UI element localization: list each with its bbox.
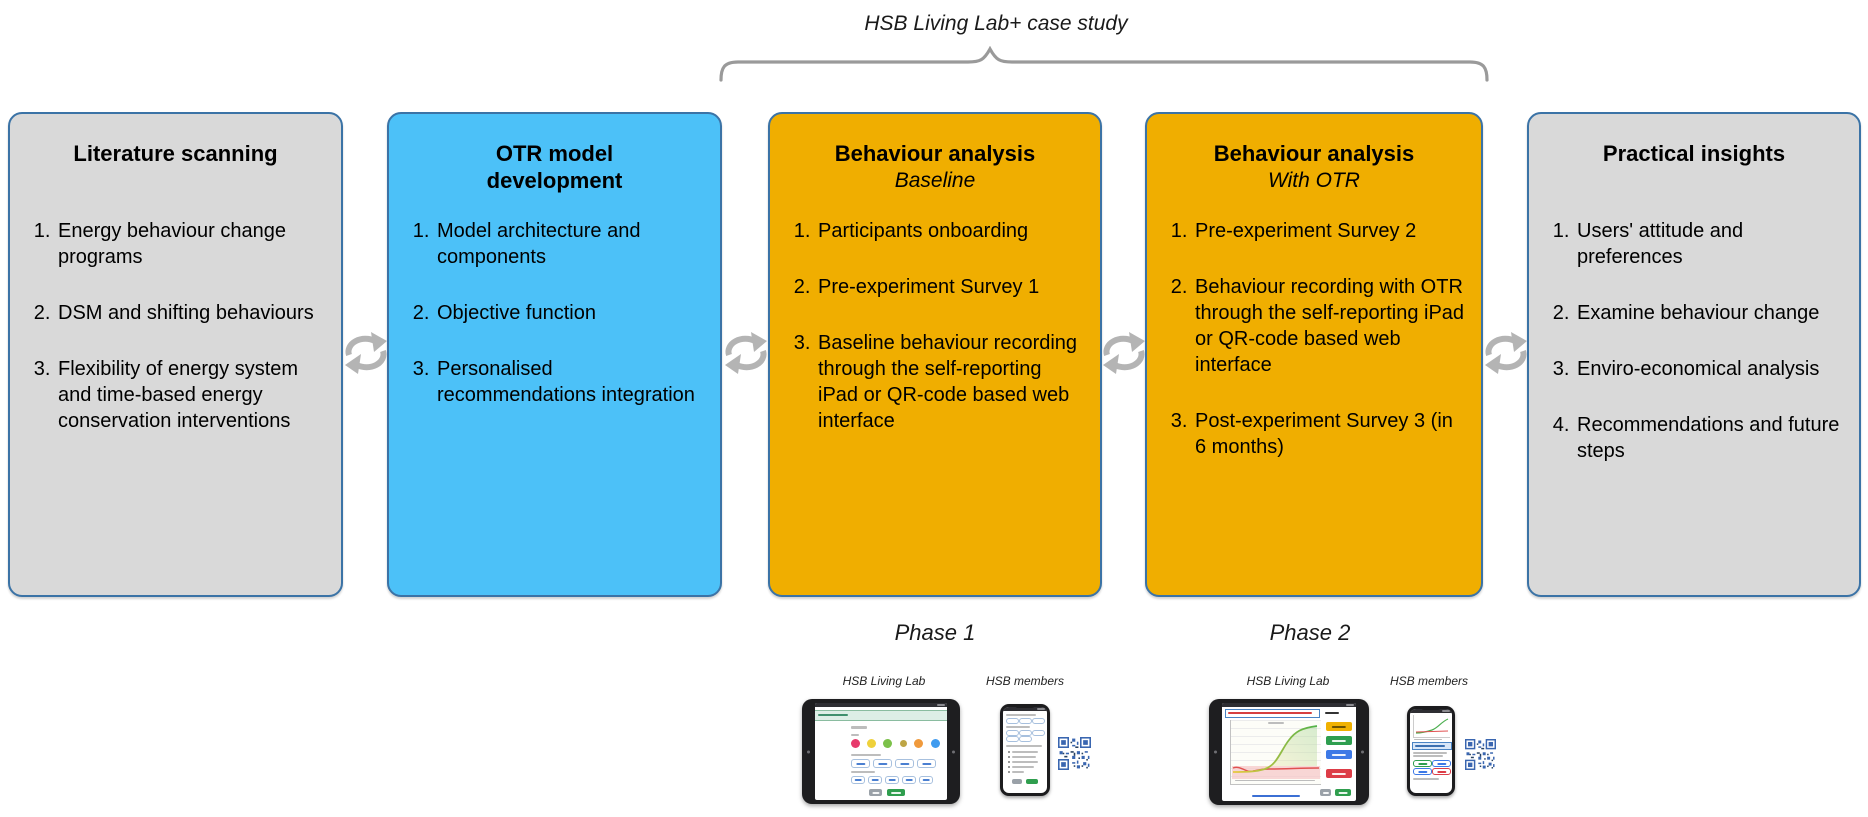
box-list: Pre-experiment Survey 2 Behaviour record… xyxy=(1147,218,1481,460)
box-behaviour-analysis-with-otr: Behaviour analysis With OTR Pre-experime… xyxy=(1145,112,1483,597)
ipad-screen-dashboard xyxy=(1222,703,1356,801)
action-button-red xyxy=(1326,769,1352,778)
list-item: Objective function xyxy=(435,300,704,326)
submit-button xyxy=(1026,779,1038,784)
emoji-orange xyxy=(914,739,923,748)
phase-2-label: Phase 2 xyxy=(1269,620,1351,645)
cycle-arrows-icon xyxy=(1103,332,1145,374)
option-button-red xyxy=(1432,768,1451,775)
phone-screen-dashboard xyxy=(1410,709,1452,793)
cycle-arrows-icon xyxy=(345,332,387,374)
qr-code-icon xyxy=(1058,737,1091,770)
box-title: Behaviour analysis xyxy=(834,141,1036,166)
action-button-yellow xyxy=(1326,722,1352,731)
option-button-blue xyxy=(1413,768,1432,775)
box-list: Participants onboarding Pre-experiment S… xyxy=(770,218,1100,434)
emoji-red xyxy=(851,739,860,748)
emoji-blue xyxy=(931,739,940,748)
option-button-green xyxy=(1413,760,1432,767)
box-title: Practical insights xyxy=(1602,141,1786,166)
list-item: Flexibility of energy system and time-ba… xyxy=(56,356,325,434)
submit-button xyxy=(1335,789,1351,796)
device-label-hsb-living-lab: HSB Living Lab xyxy=(842,674,926,688)
cycle-arrows-icon xyxy=(725,332,767,374)
box-otr-model-development: OTR model development Model architecture… xyxy=(387,112,722,597)
box-title: Behaviour analysis xyxy=(1213,141,1415,166)
box-title: OTR model development xyxy=(486,141,623,193)
list-item: Personalised recommendations integration xyxy=(435,356,704,408)
box-subtitle: With OTR xyxy=(1268,169,1360,192)
box-title: Literature scanning xyxy=(73,141,278,166)
action-button-green xyxy=(1326,736,1352,745)
box-behaviour-analysis-baseline: Behaviour analysis Baseline Participants… xyxy=(768,112,1102,597)
box-list: Model architecture and components Object… xyxy=(389,218,720,408)
list-item: Post-experiment Survey 3 (in 6 months) xyxy=(1193,408,1465,460)
list-item: Behaviour recording with OTR through the… xyxy=(1193,274,1465,378)
ipad-mockup-phase-1 xyxy=(802,699,960,804)
list-item: DSM and shifting behaviours xyxy=(56,300,325,326)
ipad-mockup-phase-2 xyxy=(1209,699,1369,805)
energy-chart xyxy=(1230,720,1321,785)
device-label-hsb-living-lab: HSB Living Lab xyxy=(1246,674,1330,688)
list-item: Examine behaviour change xyxy=(1575,300,1843,326)
qr-code-icon xyxy=(1465,739,1496,770)
phone-mockup-phase-2 xyxy=(1407,706,1455,796)
list-item: Participants onboarding xyxy=(816,218,1084,244)
case-study-brace xyxy=(719,46,1489,82)
phone-mockup-phase-1 xyxy=(1000,704,1050,796)
link-text xyxy=(1252,795,1300,797)
phone-screen-form xyxy=(1003,707,1047,793)
list-item: Energy behaviour change programs xyxy=(56,218,325,270)
option-button-blue xyxy=(1432,760,1451,767)
back-button xyxy=(1320,789,1331,796)
list-item: Recommendations and future steps xyxy=(1575,412,1843,464)
emoji-yellow xyxy=(867,739,876,748)
box-list: Energy behaviour change programs DSM and… xyxy=(10,218,341,434)
phase-1-label: Phase 1 xyxy=(894,620,976,645)
back-button xyxy=(1012,779,1022,784)
box-practical-insights: Practical insights Users' attitude and p… xyxy=(1527,112,1861,597)
list-item: Pre-experiment Survey 2 xyxy=(1193,218,1465,244)
device-label-hsb-members: HSB members xyxy=(1389,674,1469,688)
list-item: Pre-experiment Survey 1 xyxy=(816,274,1084,300)
action-button-blue xyxy=(1326,750,1352,759)
case-study-label: HSB Living Lab+ case study xyxy=(864,12,1128,35)
submit-button xyxy=(887,789,905,796)
emoji-olive xyxy=(900,740,907,747)
back-button xyxy=(869,789,882,796)
emoji-green xyxy=(883,739,892,748)
ipad-screen-survey xyxy=(815,703,947,800)
list-item: Users' attitude and preferences xyxy=(1575,218,1843,270)
list-item: Enviro-economical analysis xyxy=(1575,356,1843,382)
box-subtitle: Baseline xyxy=(894,169,976,192)
box-list: Users' attitude and preferences Examine … xyxy=(1529,218,1859,464)
device-label-hsb-members: HSB members xyxy=(985,674,1065,688)
box-literature-scanning: Literature scanning Energy behaviour cha… xyxy=(8,112,343,597)
cycle-arrows-icon xyxy=(1485,332,1527,374)
list-item: Model architecture and components xyxy=(435,218,704,270)
list-item: Baseline behaviour recording through the… xyxy=(816,330,1084,434)
